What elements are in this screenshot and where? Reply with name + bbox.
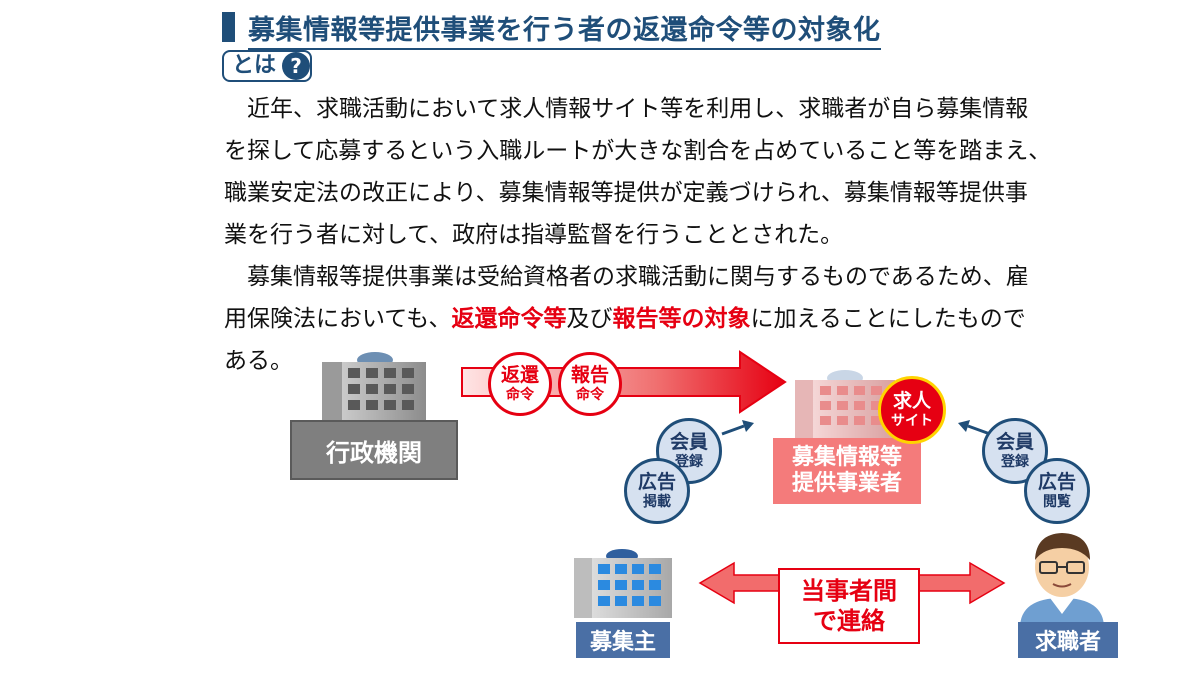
paragraph-line-3: 職業安定法の改正により、募集情報等提供が定義づけられ、募集情報等提供事 bbox=[224, 180, 1028, 206]
left-member-arrow bbox=[721, 420, 754, 436]
provider-label-line-2: 提供事業者 bbox=[791, 471, 902, 496]
member-registration-right-small: 登録 bbox=[1001, 453, 1029, 470]
member-registration-right-big: 会員 bbox=[995, 430, 1034, 453]
toha-badge: とは ? bbox=[222, 50, 312, 82]
paragraph-line-6-c: に加えることにしたもので bbox=[750, 306, 1026, 332]
government-building-icon bbox=[322, 352, 426, 422]
title-marker bbox=[222, 12, 235, 42]
question-icon: ? bbox=[282, 52, 310, 80]
job-site-small: サイト bbox=[891, 412, 933, 429]
ad-viewing-small: 閲覧 bbox=[1043, 493, 1071, 510]
jobseeker-label: 求職者 bbox=[1018, 622, 1118, 658]
government-label: 行政機関 bbox=[290, 420, 458, 480]
ad-viewing-badge: 広告 閲覧 bbox=[1024, 458, 1090, 524]
ad-posting-badge: 広告 掲載 bbox=[624, 458, 690, 524]
right-member-arrow bbox=[958, 420, 991, 436]
provider-label: 募集情報等 提供事業者 bbox=[773, 438, 921, 504]
member-registration-left-small: 登録 bbox=[675, 453, 703, 470]
job-site-big: 求人 bbox=[892, 389, 931, 412]
paragraph-line-5: 募集情報等提供事業は受給資格者の求職活動に関与するものであるため、雇 bbox=[224, 264, 1029, 290]
report-order-small: 命令 bbox=[576, 386, 604, 403]
ad-posting-small: 掲載 bbox=[643, 493, 671, 510]
return-order-badge: 返還 命令 bbox=[488, 352, 552, 416]
paragraph-line-6-a: 用保険法においても、 bbox=[224, 306, 452, 332]
highlight-report-target: 報告等の対象 bbox=[612, 306, 751, 332]
paragraph-line-7: ある。 bbox=[224, 348, 293, 374]
ad-viewing-big: 広告 bbox=[1037, 470, 1076, 493]
return-order-big: 返還 bbox=[500, 363, 539, 386]
direct-contact-line-2: で連絡 bbox=[813, 607, 885, 635]
paragraph-line-1: 近年、求職活動において求人情報サイト等を利用し、求職者が自ら募集情報 bbox=[224, 96, 1029, 122]
job-site-badge: 求人 サイト bbox=[878, 376, 946, 444]
jobseeker-person-icon bbox=[1020, 533, 1104, 628]
report-order-big: 報告 bbox=[570, 363, 609, 386]
paragraph-line-6: 用保険法においても、返還命令等及び報告等の対象に加えることにしたもので bbox=[224, 298, 1026, 340]
ad-posting-big: 広告 bbox=[637, 470, 676, 493]
highlight-return-order: 返還命令等 bbox=[451, 306, 567, 332]
provider-label-line-1: 募集情報等 bbox=[791, 444, 902, 470]
direct-contact-line-1: 当事者間 bbox=[801, 577, 897, 605]
toha-label: とは bbox=[232, 53, 277, 78]
report-order-badge: 報告 命令 bbox=[558, 352, 622, 416]
employer-building-icon bbox=[574, 549, 672, 618]
member-registration-left-big: 会員 bbox=[669, 430, 708, 453]
page-title: 募集情報等提供事業を行う者の返還命令等の対象化 bbox=[248, 8, 881, 50]
employer-label: 募集主 bbox=[576, 622, 670, 658]
return-order-small: 命令 bbox=[506, 386, 534, 403]
paragraph-line-6-b: 及び bbox=[566, 306, 613, 332]
paragraph-line-2: を探して応募するという入職ルートが大きな割合を占めていること等を踏まえ、 bbox=[224, 138, 1052, 164]
paragraph-line-4: 業を行う者に対して、政府は指導監督を行うこととされた。 bbox=[224, 222, 844, 248]
direct-contact-label: 当事者間 で連絡 bbox=[778, 568, 920, 644]
